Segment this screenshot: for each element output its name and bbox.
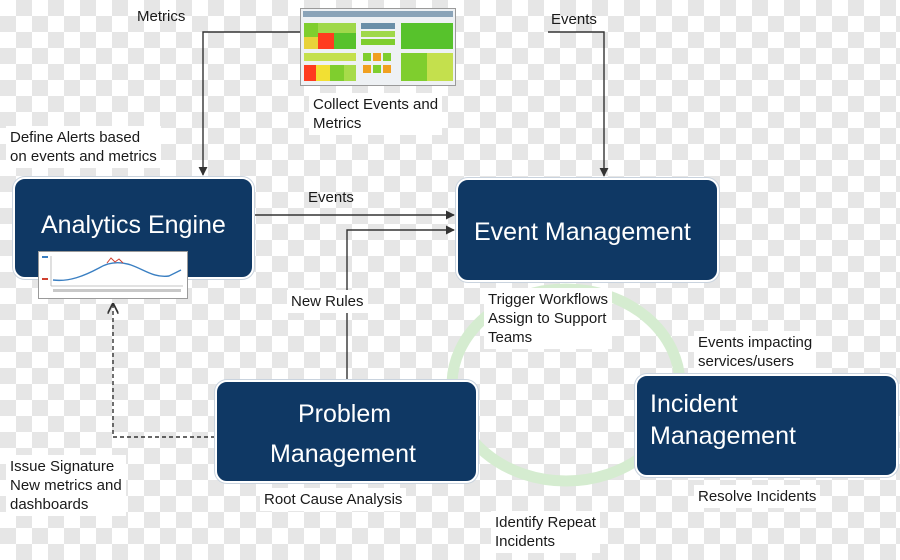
events-top-label: Events [551,11,597,28]
events-impacting-label: Events impacting services/users [694,331,817,373]
heat-tile [334,33,356,49]
heat-tile [304,53,356,61]
heat-tile [401,53,427,81]
incident-management-line2: Management [650,422,796,450]
issue-signature-label: Issue Signature New metrics and dashboar… [6,455,126,516]
identify-repeat-label: Identify Repeat Incidents [491,511,600,553]
issue-signature-arrow [113,304,215,438]
heat-tile [304,23,318,37]
problem-management-box: Problem Management [215,380,478,483]
incident-management-box: Incident Management [635,374,898,477]
incident-management-line1: Incident [650,390,738,418]
trigger-workflows-line: Trigger Workflows [488,291,609,308]
events-impacting-line: services/users [698,353,794,370]
chart-legend-swatch [42,278,48,280]
chart-peak [106,257,124,264]
heat-tile [316,65,330,81]
heat-tile [427,53,453,81]
collect-events-label: Collect Events and Metrics [309,93,443,135]
events-mid-label: Events [308,189,354,206]
define-alerts-line: Define Alerts based [10,129,141,146]
heat-tile [383,65,391,73]
define-alerts-line: on events and metrics [10,148,157,165]
heat-tile [318,33,334,49]
heat-tile [363,65,371,73]
heat-tile [361,39,395,45]
heat-tile [304,65,316,81]
new-rules-arrow [346,225,455,380]
metrics-label: Metrics [137,8,186,25]
events-top-arrow [548,31,609,177]
heat-tile [401,23,453,49]
root-cause-label: Root Cause Analysis [260,488,407,511]
analytics-chart-graphic [42,256,183,292]
trigger-workflows-line: Teams [488,329,533,346]
identify-repeat-line: Incidents [495,533,556,550]
dashboard-thumbnail [300,8,456,86]
heat-tile [363,53,371,61]
analytics-chart-thumbnail [38,251,188,299]
define-alerts-label: Define Alerts based on events and metric… [6,126,161,168]
chart-line [52,261,182,282]
events-impacting-line: Events impacting [698,334,813,351]
new-rules-label: New Rules [287,290,368,313]
heat-tile [344,65,356,81]
heat-tile [318,23,356,33]
heat-tile [330,65,344,81]
chart-tick-labels [53,289,181,292]
heat-tile [373,65,381,73]
trigger-workflows-label: Trigger Workflows Assign to Support Team… [484,288,613,349]
thumbnail-header-bar [303,11,453,17]
chart-legend-swatch [42,256,48,258]
metrics-arrow [198,31,300,176]
identify-repeat-line: Identify Repeat [495,514,596,531]
issue-signature-line: New metrics and [10,477,122,494]
issue-signature-line: Issue Signature [10,458,115,475]
collect-events-line: Metrics [313,115,362,132]
problem-management-line2: Management [270,440,416,468]
heat-tile [304,37,318,49]
heat-tile [361,31,395,37]
heat-tile [383,53,391,61]
heat-tile [361,23,395,29]
trigger-workflows-line: Assign to Support [488,310,607,327]
analytics-engine-title: Analytics Engine [41,211,226,239]
event-management-box: Event Management [456,178,719,282]
problem-management-line1: Problem [298,400,392,428]
event-management-title: Event Management [474,218,691,246]
collect-events-line: Collect Events and [313,96,439,113]
resolve-incidents-label: Resolve Incidents [694,485,821,508]
heat-tile [373,53,381,61]
issue-signature-line: dashboards [10,496,89,513]
